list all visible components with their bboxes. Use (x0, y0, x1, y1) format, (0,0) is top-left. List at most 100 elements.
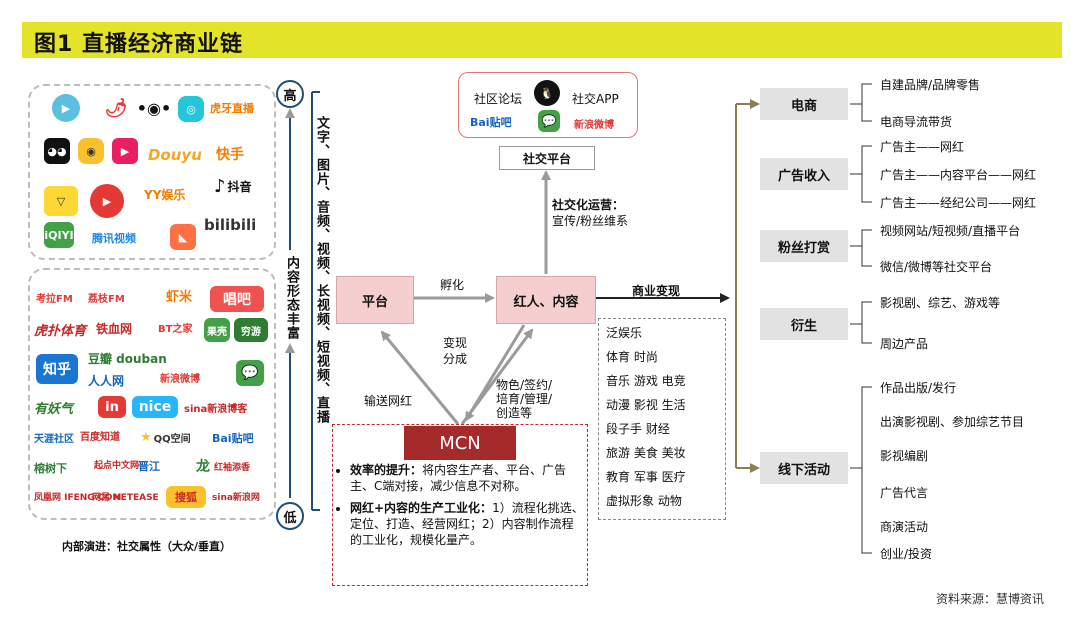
genre-item: 体育 时尚 (606, 350, 658, 364)
mcn-note-2-text: 1）流程化挑选、定位、打造、经营网红；2）内容制作流程的工业化，规模化量产。 (350, 501, 584, 547)
logo-koala: 考拉FM (36, 294, 73, 305)
logo-changba: 唱吧 (210, 286, 264, 312)
revenue-item: 商演活动 (880, 520, 929, 534)
logo-ifeng: 凤凰网 IFENG.COM (34, 493, 122, 503)
mgtv-logo-icon: ◣ (170, 224, 196, 250)
mcn-role-3: 创造等 (496, 406, 533, 420)
arrow-share (464, 324, 526, 422)
play-logo-icon: ▶ (90, 184, 124, 218)
scale-low: 低 (276, 502, 304, 530)
live-platform-logo-box (28, 84, 276, 260)
logo-sina-blog: sina新浪博客 (184, 404, 248, 415)
logo-in: in (98, 396, 126, 418)
mcn-note-2-title: 网红+内容的生产工业化： (350, 501, 493, 515)
douyu-logo: Douyu (148, 146, 202, 164)
revenue-ecommerce: 电商 (760, 88, 848, 120)
genre-item: 动漫 影视 生活 (606, 398, 686, 412)
share-label-1: 变现 (443, 336, 468, 350)
logo-qidian: 起点中文网 (94, 461, 140, 471)
source-note: 资料来源：慧博资讯 (936, 592, 1045, 606)
logo-guokr: 果壳 (204, 318, 230, 342)
genre-item: 音乐 游戏 电竞 (606, 374, 686, 388)
revenue-derivatives: 衍生 (760, 308, 848, 340)
chili-logo-icon: 🌶 (102, 94, 130, 122)
mcn-note-1-text: 将内容生产者、平台、广告主、C端对接，减少信息不对称。 (350, 463, 567, 493)
logo-btzhijia: BT之家 (158, 324, 193, 335)
logo-tianya: 天涯社区 (34, 434, 74, 445)
deliver-label: 输送网红 (364, 394, 413, 408)
revenue-advertising: 广告收入 (760, 158, 848, 190)
genre-item: 旅游 美食 美妆 (606, 446, 686, 460)
share-label-2: 分成 (443, 352, 468, 366)
camera-logo-icon: ◎ (178, 96, 204, 122)
tencent-video-logo: 腾讯视频 (92, 232, 136, 245)
logo-qzone-label: QQ空间 (153, 434, 191, 445)
mcn-role-1: 物色/签约/ (496, 378, 553, 392)
logo-hupu: 虎扑体育 (34, 324, 87, 339)
revenue-item: 影视编剧 (880, 449, 929, 463)
biz-monetize-label: 商业变现 (632, 284, 681, 298)
eye-logo-icon: •◉• (137, 94, 171, 122)
app-logo-icon: ▶ (52, 94, 80, 122)
logo-dragon: 龙 (196, 459, 210, 475)
revenue-item: 作品出版/发行 (880, 381, 957, 395)
logo-douban: 豆瓣 douban (88, 352, 167, 366)
bean-logo-icon: ▽ (44, 186, 78, 216)
yy-logo: YY娱乐 (144, 188, 186, 202)
lens-logo-icon: ◉ (78, 138, 104, 164)
tiktok-icon: ♪ (214, 176, 226, 197)
logo-xiami: 虾米 (166, 290, 193, 305)
revenue-item: 电商导流带货 (880, 115, 953, 129)
genre-item: 虚拟形象 动物 (606, 494, 682, 508)
revenue-item: 广告主——网红 (880, 140, 965, 154)
bottom-caption: 内部演进：社交属性（大众/垂直） (62, 540, 232, 553)
social-platform-node: 社交平台 (499, 146, 595, 170)
video-logo-icon: ▶ (112, 138, 138, 164)
kuaishou-logo: 快手 (216, 147, 244, 163)
mcn-note-efficiency: 效率的提升：将内容生产者、平台、广告主、C端对接，减少信息不对称。 (350, 462, 584, 494)
revenue-item: 广告主——内容平台——网红 (880, 168, 1037, 182)
content-richness-label: 内容形态丰富 (284, 256, 299, 340)
scale-high: 高 (276, 80, 304, 108)
mcn-box (332, 424, 588, 586)
mcn-node: MCN (404, 426, 516, 460)
mcn-note-industrialization: 网红+内容的生产工业化：1）流程化挑选、定位、打造、经营网红；2）内容制作流程的… (350, 500, 584, 548)
douyin-logo: ♪抖音 (214, 176, 252, 197)
logo-sina: sina新浪网 (212, 493, 260, 503)
mcn-notes: 效率的提升：将内容生产者、平台、广告主、C端对接，减少信息不对称。 网红+内容的… (336, 462, 584, 554)
mcn-note-1-title: 效率的提升： (350, 463, 423, 477)
revenue-tipping: 粉丝打赏 (760, 230, 848, 262)
wechat-logo-icon: 💬 (236, 360, 264, 386)
logo-netease: 网易 NETEASE (92, 493, 159, 503)
logo-qzone: ★QQ空间 (140, 430, 191, 445)
qq-penguin-icon: 🐧 (534, 80, 560, 106)
logo-rongshuxia: 榕树下 (34, 462, 67, 475)
title-bar (22, 22, 1062, 58)
revenue-item: 自建品牌/品牌零售 (880, 78, 981, 92)
social-ops-body: 宣传/粉丝维系 (552, 214, 629, 228)
logo-lizhi: 荔枝FM (88, 294, 125, 305)
logo-renren: 人人网 (88, 374, 125, 388)
revenue-item: 广告主——经纪公司——网红 (880, 196, 1037, 210)
platform-node: 平台 (336, 276, 414, 324)
revenue-item: 周边产品 (880, 337, 929, 351)
logo-sohu: 搜狐 (166, 486, 206, 508)
kol-content-node: 红人、内容 (496, 276, 596, 324)
genre-list: 泛娱乐 体育 时尚 音乐 游戏 电竞 动漫 影视 生活 段子手 财经 旅游 美食… (606, 324, 686, 516)
logo-nice: nice (132, 396, 178, 418)
content-forms-label: 文字、图片、音频、视频、长视频、短视频、直播 (314, 116, 329, 424)
revenue-offline: 线下活动 (760, 452, 848, 484)
wechat-icon: 💬 (538, 110, 560, 132)
revenue-item: 出演影视剧、参加综艺节目 (880, 415, 1025, 429)
genre-item: 教育 军事 医疗 (606, 470, 686, 484)
logo-weibo: 新浪微博 (160, 374, 200, 385)
star-icon: ★ (140, 430, 152, 445)
mcn-roles-label: 物色/签约/ 培育/管理/ 创造等 (496, 378, 552, 420)
face-logo-icon: ◕◕ (44, 138, 70, 164)
social-tieba-logo: Bai贴吧 (470, 116, 512, 129)
logo-tiexue: 铁血网 (96, 322, 133, 336)
revenue-item: 影视剧、综艺、游戏等 (880, 296, 1001, 310)
douyin-logo-label: 抖音 (227, 180, 252, 194)
logo-baidu-zhidao: 百度知道 (80, 432, 120, 443)
logo-tieba: Bai贴吧 (212, 432, 254, 445)
